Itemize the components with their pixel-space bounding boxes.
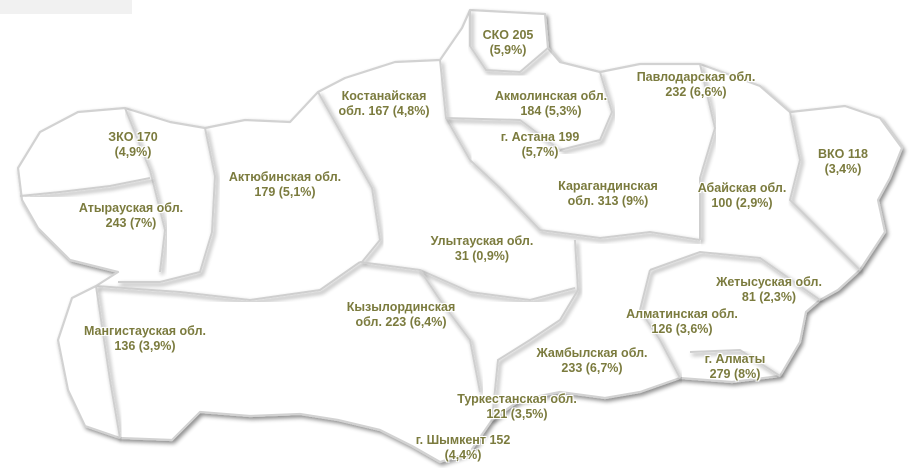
- region-label-zhetysu: Жетысуская обл.81 (2,3%): [716, 275, 822, 305]
- region-label-name: Костанайская: [341, 89, 427, 103]
- region-label-value: 179 (5,1%): [254, 185, 316, 199]
- region-label-name: Мангистауская обл.: [83, 324, 207, 338]
- region-label-value: 233 (6,7%): [561, 361, 623, 375]
- region-label-value: 81 (2,3%): [741, 290, 797, 304]
- region-label-vko: ВКО 118(3,4%): [818, 147, 868, 177]
- region-label-atyrau: Атырауская обл.243 (7%): [79, 201, 183, 231]
- region-label-name: Жамбылская обл.: [536, 346, 648, 360]
- region-label-value: 243 (7%): [105, 216, 157, 230]
- region-label-name: Карагандинская: [558, 179, 658, 193]
- region-label-value: (4,9%): [114, 145, 152, 159]
- region-label-value: обл. 313 (9%): [567, 194, 649, 208]
- region-label-name: СКО 205: [482, 28, 534, 42]
- region-label-turkestan: Туркестанская обл.121 (3,5%): [457, 392, 577, 422]
- region-label-mangystau: Мангистауская обл.136 (3,9%): [84, 324, 206, 354]
- region-label-value: 232 (6,6%): [665, 85, 727, 99]
- region-label-name: Атырауская обл.: [78, 201, 184, 215]
- region-label-name: Алматинская обл.: [626, 307, 738, 321]
- region-label-value: 121 (3,5%): [486, 407, 548, 421]
- region-label-sko: СКО 205(5,9%): [483, 28, 534, 58]
- region-label-value: 31 (0,9%): [454, 249, 510, 263]
- region-label-name: г. Астана 199: [500, 130, 580, 144]
- region-label-name: Туркестанская обл.: [457, 392, 577, 406]
- region-label-value: 100 (2,9%): [711, 196, 773, 210]
- region-label-name: Абайская обл.: [697, 181, 787, 195]
- region-label-value: (5,9%): [489, 43, 527, 57]
- region-label-name: Акмолинская обл.: [494, 89, 608, 103]
- region-label-name: ВКО 118: [817, 147, 869, 161]
- region-label-almaty-obl: Алматинская обл.126 (3,6%): [626, 307, 738, 337]
- region-label-name: Павлодарская обл.: [636, 70, 756, 84]
- region-label-shymkent: г. Шымкент 152(4,4%): [416, 433, 511, 463]
- region-borders: [19, 10, 861, 439]
- region-label-name: Актюбинская обл.: [228, 170, 342, 184]
- region-label-name: Жетысуская обл.: [716, 275, 822, 289]
- region-label-name: Улытауская обл.: [430, 234, 534, 248]
- region-label-value: 279 (8%): [709, 367, 761, 381]
- region-label-value: 136 (3,9%): [114, 339, 176, 353]
- region-label-zko: ЗКО 170(4,9%): [108, 130, 158, 160]
- region-label-akmola: Акмолинская обл.184 (5,3%): [495, 89, 607, 119]
- region-label-name: г. Алматы: [704, 352, 766, 366]
- region-label-value: обл. 167 (4,8%): [338, 104, 430, 118]
- region-label-value: (4,4%): [444, 448, 482, 462]
- region-label-value: обл. 223 (6,4%): [355, 315, 447, 329]
- region-label-name: ЗКО 170: [108, 130, 158, 144]
- region-label-pavlodar: Павлодарская обл.232 (6,6%): [637, 70, 756, 100]
- region-label-value: (5,7%): [521, 145, 559, 159]
- region-label-name: г. Шымкент 152: [415, 433, 511, 447]
- region-label-value: 126 (3,6%): [651, 322, 713, 336]
- region-label-abay: Абайская обл.100 (2,9%): [698, 181, 787, 211]
- region-label-value: 184 (5,3%): [520, 104, 582, 118]
- region-label-zhambyl: Жамбылская обл.233 (6,7%): [536, 346, 647, 376]
- region-label-value: (3,4%): [824, 162, 862, 176]
- region-label-aktobe: Актюбинская обл.179 (5,1%): [229, 170, 341, 200]
- region-label-ulytau: Улытауская обл.31 (0,9%): [431, 234, 534, 264]
- region-label-name: Кызылординская: [346, 300, 456, 314]
- region-label-astana: г. Астана 199(5,7%): [501, 130, 580, 160]
- corner-shade: [0, 0, 132, 14]
